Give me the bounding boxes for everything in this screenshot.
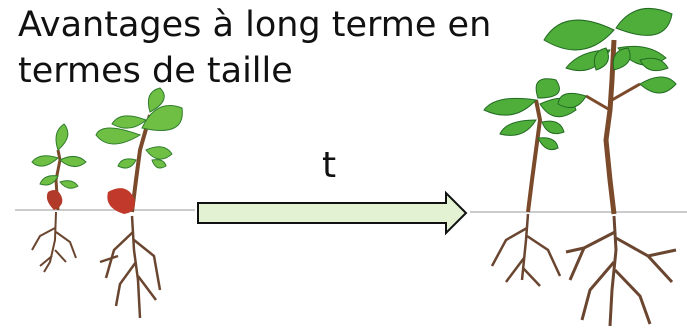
time-label: t xyxy=(322,145,337,186)
time-arrow xyxy=(197,190,468,236)
seedling-large xyxy=(95,87,183,319)
title-line-1: Avantages à long terme en xyxy=(18,5,492,45)
tree-small xyxy=(483,78,577,287)
tree-large xyxy=(543,7,677,327)
seedling-small xyxy=(31,123,87,273)
slide-title: Avantages à long terme en termes de tail… xyxy=(18,2,491,94)
title-line-2: termes de taille xyxy=(18,51,293,91)
